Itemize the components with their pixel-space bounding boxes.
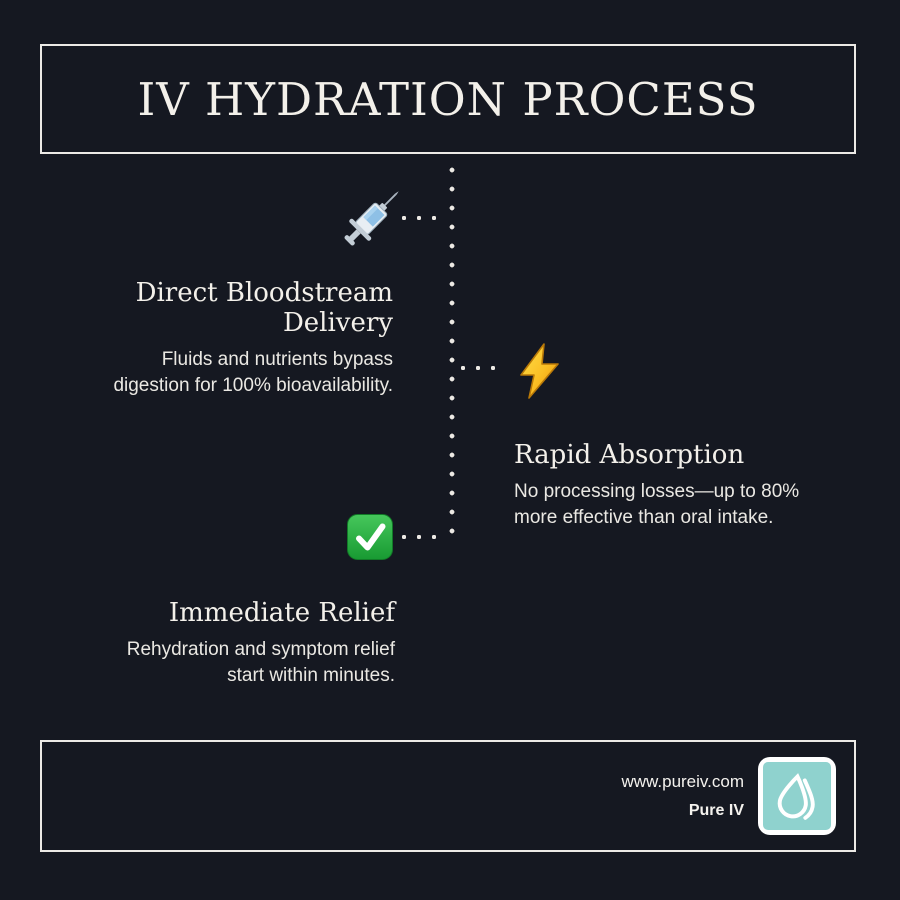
water-drop-icon [763,762,831,830]
website-url: www.pureiv.com [621,772,745,791]
step-body-line: digestion for 100% bioavailability. [113,375,393,396]
page-title: IV HYDRATION PROCESS [137,72,759,126]
brand-name: Pure IV [688,802,744,819]
title-box: IV HYDRATION PROCESS [40,44,856,154]
step-body-line: No processing losses—up to 80% [514,481,800,502]
step-immediate-relief: Immediate Relief Rehydration and symptom… [25,598,395,689]
connector-dotted-line-step2 [460,365,506,371]
step-body-line: Rehydration and symptom relief [126,639,395,660]
lightning-icon [512,342,568,400]
step-heading: Rapid Absorption [514,440,745,470]
connector-dotted-line-step1 [401,215,447,221]
step-direct-bloodstream-delivery: Direct Bloodstream Delivery Fluids and n… [23,278,393,399]
check-icon [346,513,394,561]
brand-logo [758,757,836,835]
footer-box: www.pureiv.com Pure IV [40,740,856,852]
step-body-line: Fluids and nutrients bypass [161,349,393,370]
connector-dotted-line-step3 [401,534,447,540]
step-rapid-absorption: Rapid Absorption No processing losses—up… [514,440,859,531]
step-heading: Immediate Relief [168,598,395,628]
syringe-icon [338,186,404,252]
step-body-line: more effective than oral intake. [514,507,774,528]
step-body-line: start within minutes. [227,665,395,686]
timeline-vertical-dotted-line [449,167,455,545]
step-heading: Direct Bloodstream Delivery [135,278,393,338]
